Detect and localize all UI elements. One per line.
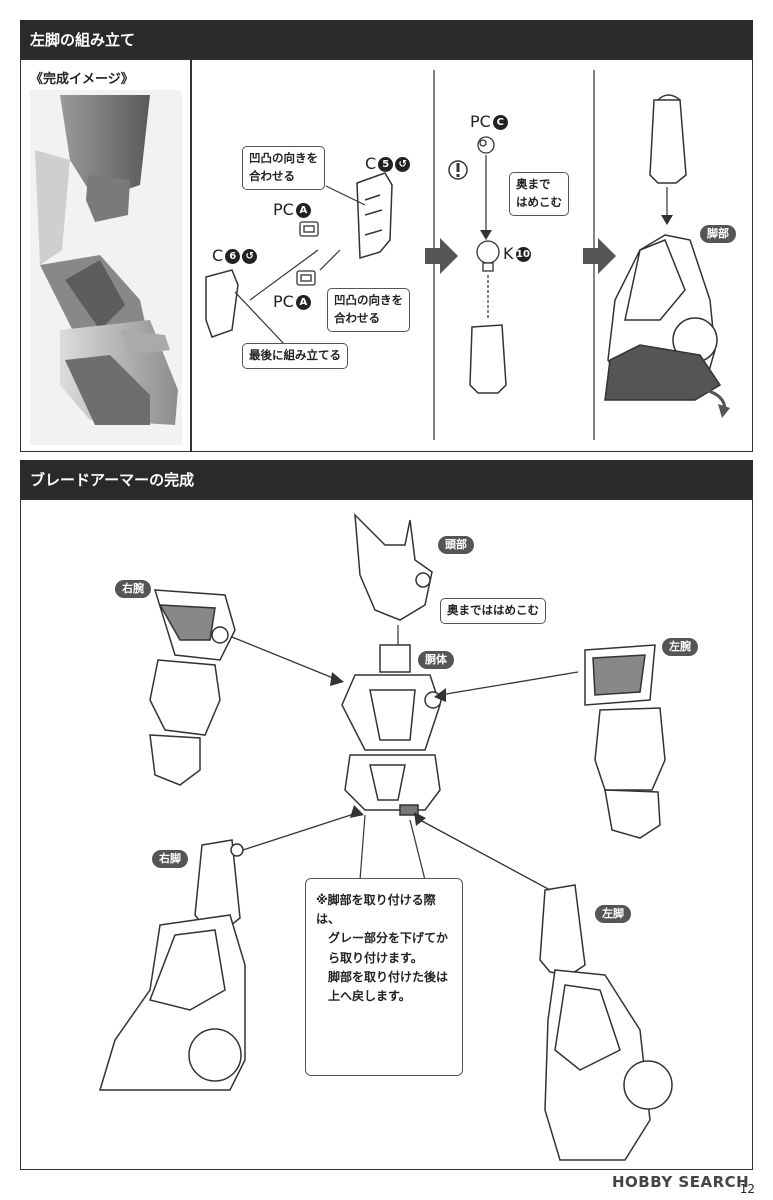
part-pc-c — [477, 136, 495, 154]
watermark: HOBBY SEARCH — [612, 1173, 750, 1191]
leg-assembled — [604, 234, 730, 418]
image-heading: 《完成イメージ》 — [30, 72, 134, 87]
divider — [190, 58, 192, 452]
tag-right-arm: 右腕 — [115, 580, 151, 598]
part-ankle-top — [649, 94, 687, 184]
warning-icon — [448, 160, 468, 180]
note-press-head: 奥までははめこむ — [440, 598, 546, 624]
right-arm-part — [149, 589, 236, 786]
tag-torso: 胴体 — [418, 651, 454, 669]
tag-head: 頭部 — [438, 536, 474, 554]
part-c6 — [205, 269, 239, 338]
part-pc-a-1 — [299, 221, 319, 237]
note-leg-attach: ※脚部を取り付ける際は、 グレー部分を下げてか ら取り付けます。 脚部を取り付け… — [305, 878, 463, 1076]
page-number: 12 — [739, 1182, 755, 1196]
note-press-in: 奥まで はめこむ — [509, 172, 569, 216]
section-title-complete: ブレードアーマーの完成 — [20, 460, 753, 500]
torso-part — [341, 644, 442, 816]
completed-leg-photo — [30, 90, 182, 445]
tag-leg: 脚部 — [700, 225, 736, 243]
head-part — [354, 513, 433, 621]
note-assemble-last: 最後に組み立てる — [242, 343, 348, 369]
section-frame-left-leg — [20, 58, 753, 452]
section-frame-complete — [20, 498, 753, 1170]
tag-left-leg: 左脚 — [595, 905, 631, 923]
left-arm-part — [584, 644, 666, 839]
section-title-left-leg: 左脚の組み立て — [20, 20, 753, 60]
part-pc-a-2 — [296, 270, 316, 286]
part-c5-shell — [356, 172, 393, 259]
part-k10 — [476, 240, 500, 272]
right-leg-part — [98, 839, 246, 1091]
note-align-1: 凹凸の向きを 合わせる — [242, 146, 325, 190]
left-leg-part — [539, 884, 673, 1161]
note-align-2: 凹凸の向きを 合わせる — [327, 288, 410, 332]
part-ankle — [469, 324, 507, 394]
tag-left-arm: 左腕 — [662, 638, 698, 656]
tag-right-leg: 右脚 — [152, 850, 188, 868]
